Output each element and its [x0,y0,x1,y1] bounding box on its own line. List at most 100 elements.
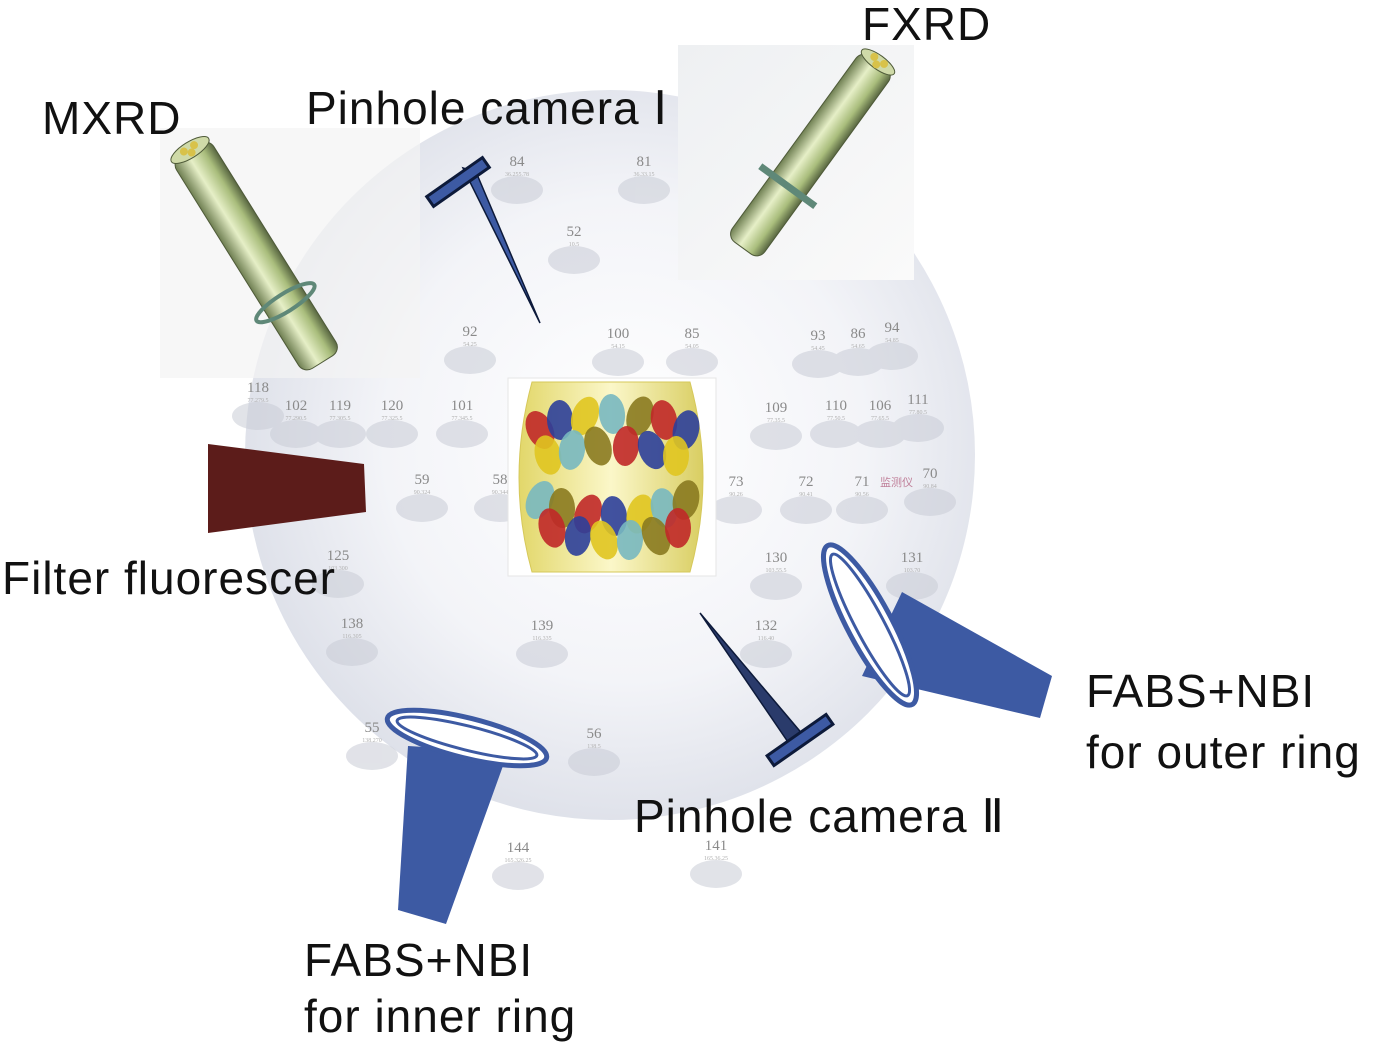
port-number: 92 [463,324,478,340]
port-number: 138 [341,616,364,632]
port-angle: 103.300 [328,566,348,572]
port-angle: 54.05 [685,344,699,350]
port-angle: 77.50.5 [827,416,845,422]
port-angle: 103.55.5 [766,568,787,574]
port-angle: 54.65 [851,344,865,350]
pinhole-camera-1 [424,155,541,324]
fabs-outer-label-line1: FABS+NBI [1086,665,1315,717]
port-number: 56 [587,726,603,742]
pinhole-camera-2 [699,612,836,768]
pinhole-camera-2-label: Pinhole camera Ⅱ [634,790,1005,842]
beam-spot [546,400,574,440]
port-hole [312,570,364,598]
capsule-image [507,377,717,577]
beam-spot [558,430,586,470]
port-number: 70 [923,466,938,482]
port-number: 118 [247,380,269,396]
port-angle: 138.270 [362,738,382,744]
port-hole [314,420,366,448]
port-number: 86 [851,326,867,342]
filter-fluorescer [208,444,366,533]
port-number: 71 [855,474,870,490]
port-hole [836,496,888,524]
port-angle: 90.41 [799,492,813,498]
port-angle: 116.335 [532,636,551,642]
mxrd-detector [160,128,420,378]
port-hole [810,420,862,448]
port-angle: 90.56 [855,492,869,498]
port-hole [866,342,918,370]
beam-spot [637,430,667,470]
port-angle: 103.70 [904,568,921,574]
port-angle: 54.85 [885,338,899,344]
port-hole [232,402,284,430]
beam-spot [570,396,600,436]
port-angle: 36.255.78 [505,172,529,178]
fxrd-detector [678,45,914,280]
port-angle: 116.305 [342,634,361,640]
port-hole [444,346,496,374]
beam-spots [525,394,700,560]
beam-spot [641,516,671,556]
port-angle: 90.26 [729,492,743,498]
port-angle: 77.305.5 [330,416,351,422]
fabs-nbi-outer [820,542,1052,718]
port-hole [886,572,938,600]
port-angle: 77.345.5 [452,416,473,422]
port-number: 132 [755,618,778,634]
mxrd-tube [170,136,338,371]
port-hole [396,494,448,522]
port-angle: 90.344 [492,490,509,496]
port-number: 73 [729,474,744,490]
port-hole [568,748,620,776]
port-hole [792,350,844,378]
port-hole [326,638,378,666]
port-number: 109 [765,400,788,416]
port-hole [892,414,944,442]
port-hole [740,640,792,668]
port-number: 130 [765,550,788,566]
port-angle: 77.279.5 [248,398,269,404]
beam-spot [650,400,678,440]
port-hole [346,742,398,770]
port-hole [492,862,544,890]
port-number: 100 [607,326,630,342]
beam-spot [534,435,562,475]
port-hole [491,176,543,204]
port-angle: 165.36.25 [704,856,728,862]
port-number: 58 [493,472,508,488]
port-hole [780,496,832,524]
fxrd-label: FXRD [862,0,991,50]
port-hole [436,420,488,448]
port-number: 125 [327,548,350,564]
port-number: 111 [907,392,928,408]
port-number: 52 [567,224,582,240]
pinhole-camera-1-label: Pinhole camera Ⅰ [306,82,668,134]
port-number: 119 [329,398,351,414]
port-angle: 90.84 [923,484,937,490]
monitor-annotation: 监测仪 [880,476,913,489]
port-angle: 116.40 [758,636,774,642]
port-angle: 77.290.5 [286,416,307,422]
port-labels: 8436.255.788136.33.155210.59254.2510054.… [247,154,937,864]
port-angle: 77.65.5 [871,416,889,422]
chamber-holes [232,176,956,890]
fxrd-tube [730,48,896,257]
port-number: 55 [365,720,380,736]
port-number: 120 [381,398,404,414]
beam-spot [564,516,592,556]
port-angle: 90.324 [414,490,431,496]
beam-spot [590,520,618,560]
port-hole [750,572,802,600]
port-number: 85 [685,326,700,342]
port-hole [710,496,762,524]
port-number: 139 [531,618,554,634]
port-angle: 36.33.15 [634,172,655,178]
port-number: 144 [507,840,530,856]
port-hole [270,420,322,448]
port-hole [548,246,600,274]
port-angle: 54.45 [811,346,825,352]
port-hole [750,422,802,450]
beam-spot [598,394,626,434]
port-number: 93 [811,328,826,344]
